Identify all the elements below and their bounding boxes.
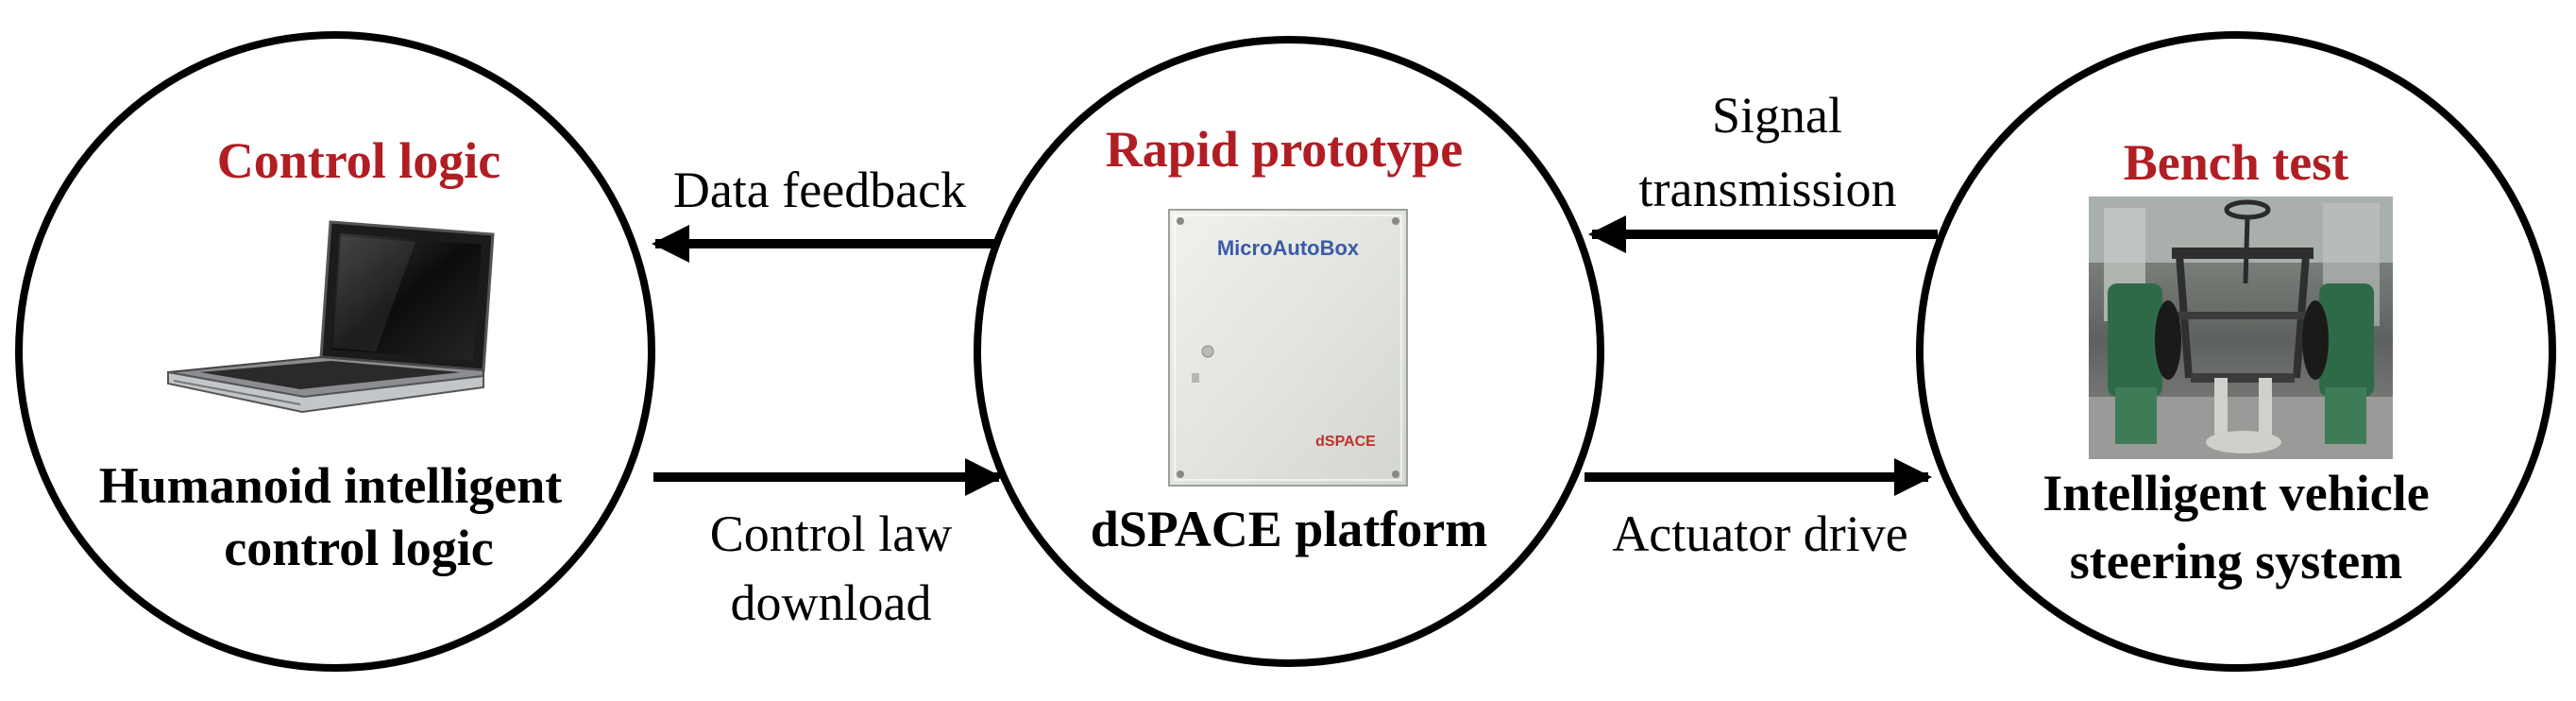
- signal-label-line2: transmission: [1638, 161, 1896, 217]
- control-law-label-line1: Control law: [710, 505, 952, 562]
- edge-data-feedback: Data feedback: [652, 162, 998, 263]
- bench-test-title: Bench test: [2124, 134, 2348, 191]
- control-logic-circle: [15, 31, 655, 672]
- edge-control-law-download: Control law download: [653, 458, 1003, 631]
- node-bench-test: Bench test: [1916, 31, 2556, 672]
- laptop-icon: [167, 220, 495, 414]
- dspace-brand-label: dSPACE: [1315, 434, 1376, 450]
- control-logic-title: Control logic: [217, 132, 500, 189]
- node-control-logic: Control logic Humanoid intelligent contr…: [15, 31, 655, 672]
- control-logic-caption-line2: control logic: [224, 520, 493, 576]
- control-logic-caption-line1: Humanoid intelligent: [99, 457, 563, 514]
- bench-test-caption-line1: Intelligent vehicle: [2042, 465, 2429, 521]
- actuator-drive-label: Actuator drive: [1612, 505, 1907, 562]
- rapid-prototype-title: Rapid prototype: [1106, 121, 1464, 178]
- steering-bench-photo: [2089, 197, 2393, 459]
- rapid-prototype-circle: [974, 36, 1604, 667]
- node-rapid-prototype: Rapid prototype MicroAutoBox dSPACE dSPA…: [974, 36, 1604, 667]
- edge-signal-transmission: Signal transmission: [1588, 87, 1938, 253]
- microautobox-photo: MicroAutoBox dSPACE: [1168, 209, 1408, 487]
- control-law-label-line2: download: [731, 574, 932, 631]
- edge-actuator-drive: Actuator drive: [1585, 458, 1932, 562]
- microautobox-label: MicroAutoBox: [1217, 236, 1360, 260]
- rapid-prototype-caption: dSPACE platform: [1091, 501, 1488, 557]
- bench-test-circle: [1916, 31, 2556, 672]
- data-feedback-label: Data feedback: [673, 162, 966, 218]
- bench-test-caption-line2: steering system: [2070, 533, 2402, 590]
- signal-label-line1: Signal: [1712, 87, 1842, 144]
